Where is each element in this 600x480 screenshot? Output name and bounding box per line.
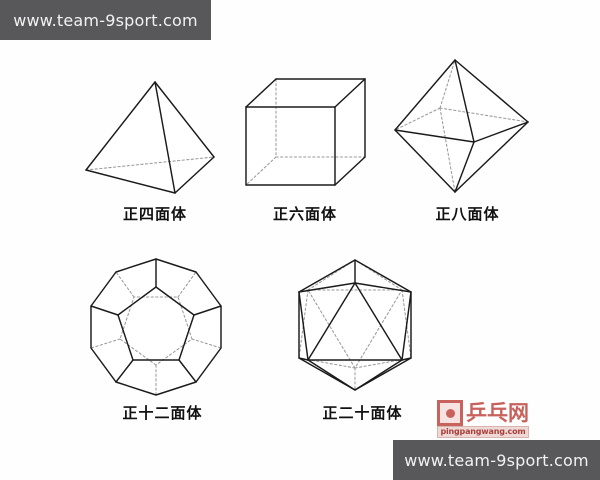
figure-label-dodecahedron: 正十二面体 (122, 404, 203, 422)
tetrahedron-right-face (155, 82, 214, 193)
octahedron-upper-faces (395, 60, 528, 142)
dodecahedron-hidden-spoke-lower-right (191, 338, 222, 349)
icosahedron-edge-bl-ul (298, 291, 309, 361)
tetrahedron-hidden-edge-base-back (85, 156, 215, 171)
cube-right-face (335, 79, 365, 185)
logo-url-text: pingpangwang.com (437, 426, 529, 438)
dodecahedron-silhouette (91, 259, 221, 395)
icosahedron-outer-hexagon (298, 259, 412, 391)
tetrahedron-edge-apex-front (154, 81, 176, 194)
octahedron-hidden-edge-back-left (394, 107, 441, 131)
octahedron-hidden-edge-back-top (439, 59, 456, 109)
icosahedron-edge-apex-ul (298, 282, 356, 293)
figure-label-hexahedron: 正六面体 (272, 205, 337, 223)
logo-mark: 乒乓网 (437, 398, 529, 428)
watermark-bar-top: www.team-9sport.com (0, 0, 211, 40)
watermark-text-top: www.team-9sport.com (13, 10, 198, 30)
dodecahedron-hidden-spoke-upper-left (115, 271, 135, 298)
dodecahedron-hidden-spoke-upper-right (177, 271, 197, 298)
icosahedron-drawing (298, 259, 412, 391)
figure-icosahedron: 正二十面体 (275, 250, 450, 430)
octahedron-hidden-edge-back-bottom (439, 107, 456, 193)
octahedron-edge-bottom-left (394, 129, 456, 193)
logo-dot-icon (445, 408, 455, 418)
icosahedron-silhouette (299, 260, 411, 390)
dodecahedron-spoke-upper-right (193, 305, 222, 316)
dodecahedron-hidden-spoke-lower-left (90, 338, 121, 349)
octahedron-edge-front-bottom (454, 141, 475, 193)
cube-edge-bottom-right-diagonal (334, 156, 366, 186)
octahedron-edge-top-left (394, 59, 456, 131)
octahedron-edge-front-top (454, 59, 475, 143)
cube-edge-top-right-diagonal (334, 78, 366, 108)
icosahedron-hidden-down-triangle (307, 289, 403, 370)
icosahedron-edge-br-ur (401, 291, 412, 361)
tetrahedron-edge-apex-left (85, 81, 156, 171)
cube-edge-top-left-diagonal (245, 78, 277, 108)
dodecahedron-drawing (90, 258, 222, 396)
figure-tetrahedron: 正四面体 (55, 55, 255, 230)
hexahedron-drawing (245, 78, 366, 186)
octahedron-edge-front-right (473, 121, 529, 143)
octahedron-hidden-edge-back-right (439, 107, 529, 123)
icosahedron-front-up-triangle (307, 282, 403, 361)
logo-square-icon (437, 400, 463, 426)
watermark-bar-bottom: www.team-9sport.com (393, 440, 600, 480)
figure-octahedron: 正八面体 (385, 55, 550, 230)
dodecahedron-spoke-upper-left (90, 305, 119, 316)
cube-hidden-edge-back-left-bottom (245, 156, 277, 186)
site-logo: 乒乓网 pingpangwang.com (437, 398, 529, 440)
figure-dodecahedron: 正十二面体 (70, 250, 255, 430)
octahedron-drawing (394, 59, 529, 193)
cube-front-face (246, 107, 335, 185)
tetrahedron-edge-apex-right (154, 81, 215, 158)
tetrahedron-drawing (85, 81, 215, 194)
figure-label-octahedron: 正八面体 (435, 205, 500, 223)
figure-label-tetrahedron: 正四面体 (122, 205, 187, 223)
figure-hexahedron: 正六面体 (225, 55, 385, 230)
octahedron-edge-top-right (454, 59, 529, 123)
octahedron-edge-left-front (394, 129, 475, 143)
octahedron-edge-bottom-right (454, 121, 529, 193)
tetrahedron-edge-front-right (174, 156, 215, 194)
dodecahedron-hidden-back-pentagon (119, 296, 193, 366)
dodecahedron-front-pentagon (117, 286, 195, 361)
dodecahedron-spoke-lower-right (178, 359, 197, 383)
icosahedron-edge-apex-ur (354, 282, 412, 293)
octahedron-lower-faces (395, 122, 528, 192)
dodecahedron-outer-decagon (90, 258, 222, 396)
dodecahedron-spoke-lower-left (115, 359, 134, 383)
logo-brand-text: 乒乓网 (466, 401, 529, 425)
figure-label-icosahedron: 正二十面体 (322, 404, 403, 422)
watermark-text-bottom: www.team-9sport.com (404, 450, 589, 470)
tetrahedron-front-face (86, 82, 175, 193)
tetrahedron-edge-left-front (85, 169, 176, 194)
